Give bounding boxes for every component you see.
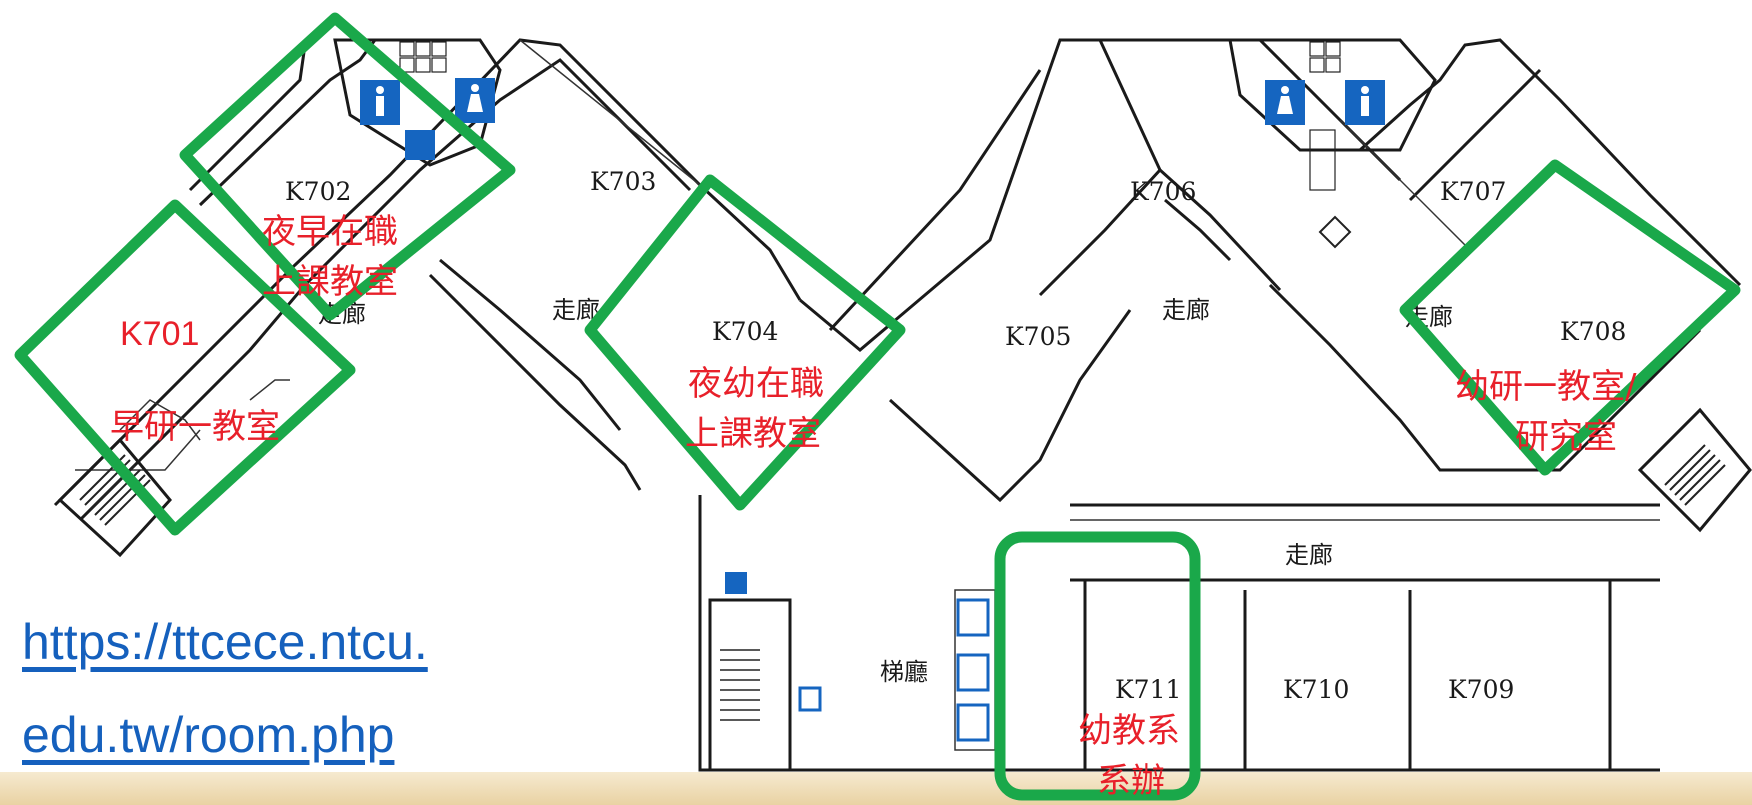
corridor-label-center: 走廊 [1162, 296, 1210, 324]
center-wing-walls [799, 38, 1742, 503]
room-label-k702: K702 [285, 177, 351, 206]
corridor-label-lower: 走廊 [1285, 541, 1333, 569]
room-label-k709: K709 [1448, 675, 1514, 704]
lower-staircase [708, 572, 822, 772]
annotation-k708-line2: 研究室 [1515, 417, 1617, 457]
annotation-k704-line2: 上課教室 [685, 414, 821, 454]
room-label-k707: K707 [1440, 177, 1506, 206]
room-label-k710: K710 [1283, 675, 1349, 704]
annotation-k711-line2: 系辦 [1097, 761, 1165, 801]
room-label-k708: K708 [1560, 317, 1626, 346]
room-info-link-line1[interactable]: https://ttcece.ntcu. [22, 614, 428, 670]
highlight-k711 [994, 531, 1201, 801]
restroom-left [333, 38, 502, 167]
room-label-k706: K706 [1130, 177, 1196, 206]
bottom-decorative-band [0, 772, 1752, 805]
room-label-k704: K704 [712, 317, 778, 346]
restroom-right [1228, 38, 1437, 191]
room-label-k703: K703 [590, 167, 656, 196]
highlight-k702 [179, 12, 516, 321]
annotation-k708-line1: 幼研一教室/ [1455, 367, 1637, 407]
annotation-k711-line1: 幼教系 [1078, 711, 1180, 751]
annotation-k704-line1: 夜幼在職 [688, 364, 824, 404]
left-wing-walls [53, 38, 802, 522]
room-info-link-line2[interactable]: edu.tw/room.php [22, 707, 395, 763]
annotation-k701: 早研一教室 [110, 407, 280, 447]
highlight-k708 [1399, 159, 1741, 476]
elevator-hall-label: 梯廳 [880, 658, 928, 686]
room-label-k701: K701 [120, 315, 199, 353]
annotation-k702-line2: 上課教室 [262, 262, 398, 302]
elevators [954, 589, 996, 751]
highlight-k704 [584, 174, 906, 511]
room-label-k705: K705 [1005, 322, 1071, 351]
center-diamond-marker [1318, 215, 1352, 249]
annotation-k702-line1: 夜早在職 [262, 212, 398, 252]
room-label-k711: K711 [1115, 675, 1181, 704]
highlight-k701 [14, 199, 356, 536]
right-staircase [1637, 407, 1752, 533]
lower-block-walls [698, 495, 1660, 772]
